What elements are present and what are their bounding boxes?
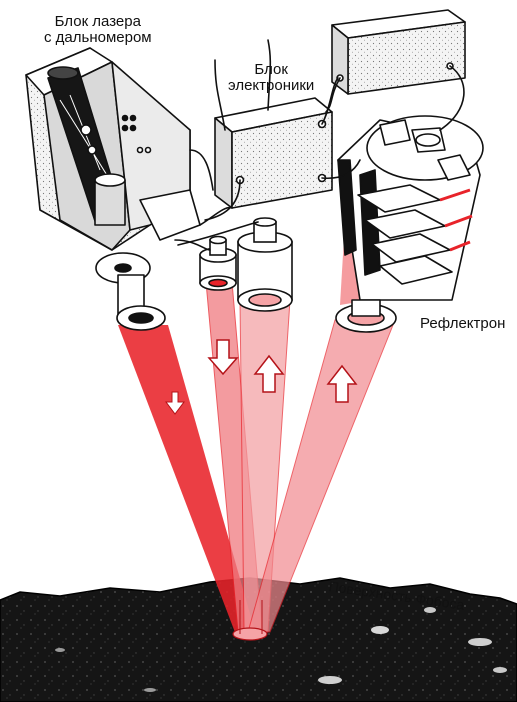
electronics-block-label: Блок электроники bbox=[228, 62, 314, 94]
surface-crater bbox=[493, 667, 507, 673]
receiver-small bbox=[200, 237, 236, 291]
electronics-block-label-line2: электроники bbox=[228, 78, 314, 94]
laser-block-label: Блок лазера с дальномером bbox=[44, 14, 152, 46]
reflectron-label: Рефлектрон bbox=[420, 316, 505, 332]
surface-crater bbox=[55, 648, 65, 652]
electronics-block bbox=[215, 98, 332, 208]
receiver-large bbox=[238, 218, 292, 311]
electronics-block-label-line1: Блок bbox=[228, 62, 314, 78]
laser-rangefinder-block bbox=[26, 48, 200, 330]
surface-crater bbox=[144, 688, 156, 692]
surface-crater bbox=[318, 676, 342, 684]
laser-block-label-line2: с дальномером bbox=[44, 30, 152, 46]
reflectron bbox=[336, 116, 483, 332]
upper-electronics-box bbox=[332, 10, 465, 94]
laser-block-label-line1: Блок лазера bbox=[44, 14, 152, 30]
surface-crater bbox=[468, 638, 492, 646]
surface-crater bbox=[371, 626, 389, 634]
